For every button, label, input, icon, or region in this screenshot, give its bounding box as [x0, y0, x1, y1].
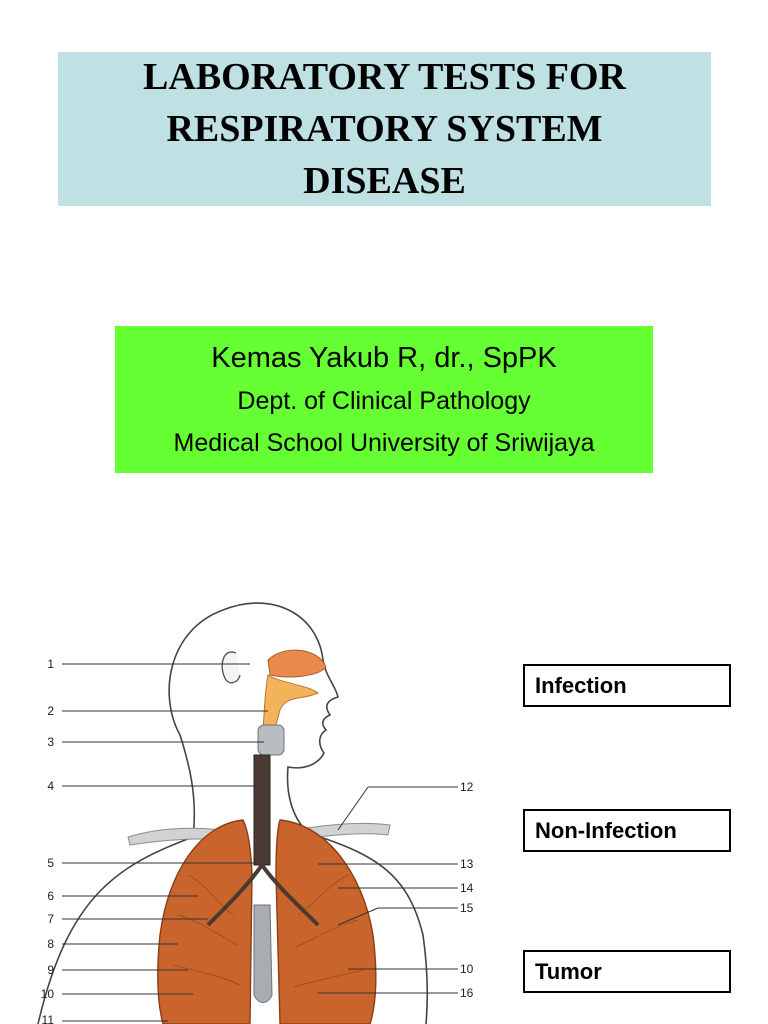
figure-label-14: 14 [460, 881, 474, 895]
leader-lines-left [62, 663, 268, 1022]
author-institution: Medical School University of Sriwijaya [173, 428, 595, 457]
lung-left [157, 819, 253, 1024]
figure-label-1: 1 [47, 657, 54, 671]
larynx [257, 724, 285, 756]
figure-label-12: 12 [460, 780, 474, 794]
mediastinum [253, 904, 273, 1003]
category-infection: Infection [523, 664, 731, 707]
category-tumor: Tumor [523, 950, 731, 993]
figure-label-11: 11 [42, 1013, 55, 1024]
author-department: Dept. of Clinical Pathology [237, 386, 531, 415]
figure-label-7: 7 [47, 912, 54, 926]
figure-label-10: 10 [41, 987, 55, 1001]
author-panel: Kemas Yakub R, dr., SpPK Dept. of Clinic… [115, 326, 653, 473]
anatomy-svg: 1 2 3 4 5 6 7 8 9 10 11 12 13 14 15 10 1… [37, 602, 474, 1024]
title-line-3: DISEASE [303, 160, 466, 202]
nasal-cavity [267, 649, 327, 678]
figure-label-2: 2 [47, 704, 54, 718]
bronchi [206, 863, 320, 927]
pharynx [261, 674, 319, 746]
body-outline [37, 602, 429, 1024]
respiratory-system-illustration: 1 2 3 4 5 6 7 8 9 10 11 12 13 14 15 10 1… [18, 575, 500, 1024]
title-line-1: LABORATORY TESTS FOR [143, 56, 626, 98]
figure-label-9: 9 [47, 963, 54, 977]
title-line-2: RESPIRATORY SYSTEM [166, 108, 603, 150]
category-non-infection: Non-Infection [523, 809, 731, 852]
figure-label-3: 3 [47, 735, 54, 749]
leader-lines-right [318, 786, 458, 994]
trachea [253, 754, 271, 866]
figure-label-13: 13 [460, 857, 474, 871]
figure-label-5: 5 [47, 856, 54, 870]
figure-label-8: 8 [47, 937, 54, 951]
slide-title: LABORATORY TESTS FOR RESPIRATORY SYSTEM … [58, 52, 711, 206]
figure-label-15: 15 [460, 901, 474, 915]
figure-label-10-right: 10 [460, 962, 474, 976]
figure-label-6: 6 [47, 889, 54, 903]
author-name: Kemas Yakub R, dr., SpPK [211, 341, 557, 374]
figure-label-4: 4 [47, 779, 54, 793]
figure-label-16: 16 [460, 986, 474, 1000]
ear-shape [221, 651, 241, 684]
